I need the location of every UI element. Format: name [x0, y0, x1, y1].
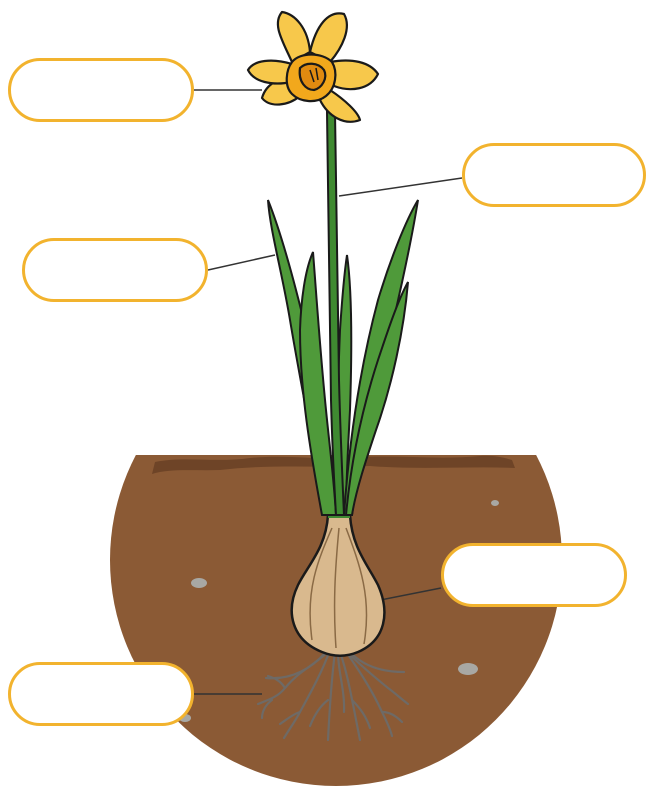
label-box-flower[interactable]: [8, 58, 194, 122]
pointer-line-stem: [339, 178, 462, 196]
pebble: [191, 578, 207, 588]
daffodil-flower-icon: [248, 12, 378, 122]
petal: [248, 61, 292, 84]
label-box-stem[interactable]: [462, 143, 646, 207]
label-box-leaf[interactable]: [22, 238, 208, 302]
pebble: [458, 663, 478, 675]
pointer-line-leaf: [208, 255, 275, 270]
label-box-roots[interactable]: [8, 662, 194, 726]
label-box-bulb[interactable]: [441, 543, 627, 607]
petal: [330, 61, 378, 90]
pebble: [491, 500, 499, 506]
